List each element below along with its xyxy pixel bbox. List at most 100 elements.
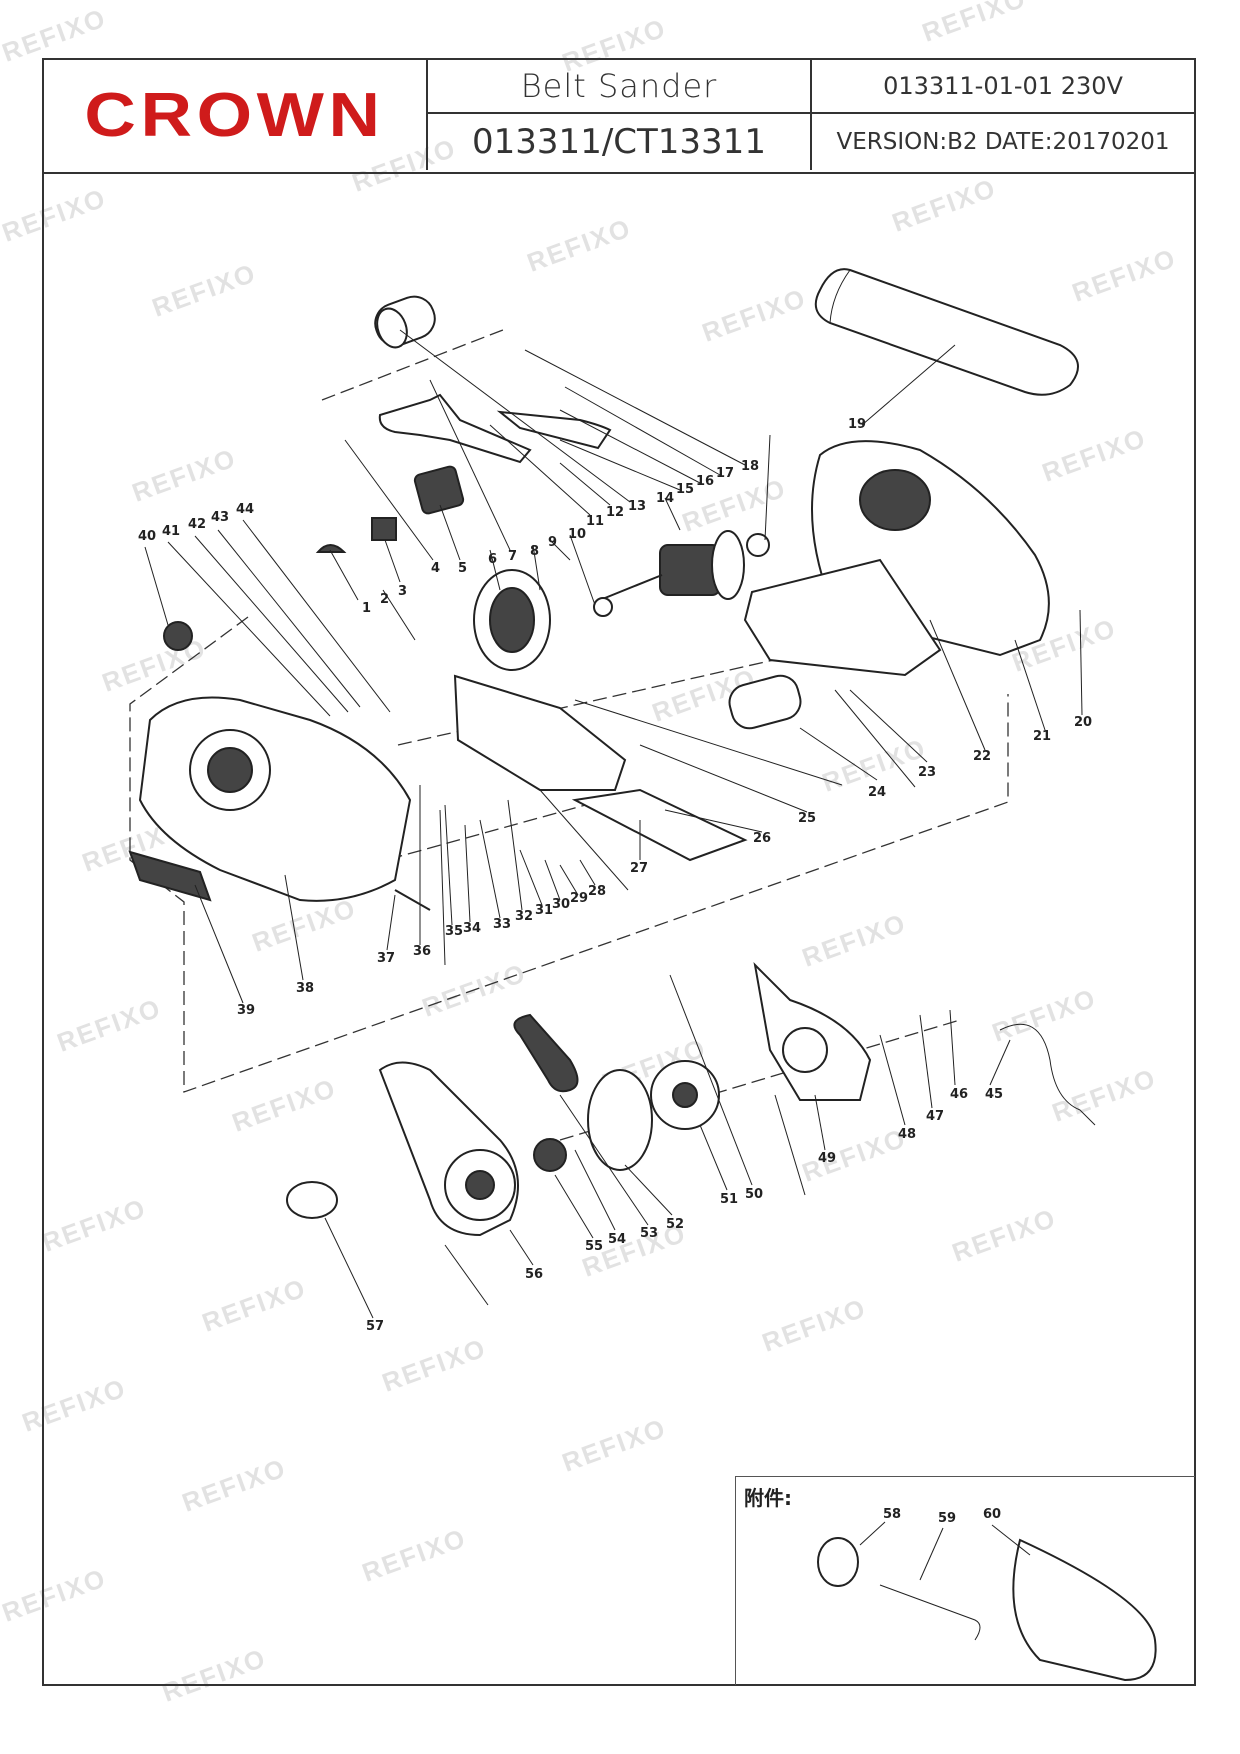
- part-number: 32: [515, 909, 533, 924]
- part-number: 26: [753, 831, 771, 846]
- part-number: 33: [493, 917, 511, 932]
- part-number: 3: [398, 584, 407, 599]
- adapter-sleeve: [817, 1537, 859, 1587]
- axis-line: [321, 327, 509, 401]
- part-number: 17: [716, 466, 734, 481]
- part-number: 43: [211, 510, 229, 525]
- product-name-cell: Belt Sander: [428, 60, 812, 114]
- lock-knob: [163, 621, 193, 651]
- part-number: 21: [1033, 729, 1051, 744]
- leader-lines: [144, 329, 1083, 1581]
- bearing: [746, 533, 770, 557]
- part-number: 34: [463, 921, 481, 936]
- drawing-code: 013311-01-01 230V: [883, 72, 1123, 100]
- part-number: 57: [366, 1319, 384, 1334]
- brand-logo: CROWN: [84, 80, 386, 150]
- stator: [473, 569, 551, 671]
- part-number: 47: [926, 1109, 944, 1124]
- switch: [413, 465, 465, 515]
- part-number: 37: [377, 951, 395, 966]
- part-number: 54: [608, 1232, 626, 1247]
- platen-plate: [571, 788, 748, 862]
- part-number: 49: [818, 1151, 836, 1166]
- toothed-belt: [513, 1013, 579, 1093]
- part-number: 20: [1074, 715, 1092, 730]
- part-number: 30: [552, 897, 570, 912]
- brand-logo-cell: CROWN: [44, 60, 428, 170]
- part-number: 59: [938, 1511, 956, 1526]
- part-number: 55: [585, 1239, 603, 1254]
- dust-bag: [1012, 1538, 1157, 1682]
- part-number: 48: [898, 1127, 916, 1142]
- main-housing: [128, 696, 412, 902]
- product-name: Belt Sander: [520, 67, 718, 105]
- part-number: 58: [883, 1507, 901, 1522]
- part-number: 22: [973, 749, 991, 764]
- part-number: 4: [431, 561, 440, 576]
- pulley-gear: [533, 1138, 567, 1172]
- part-number: 29: [570, 891, 588, 906]
- title-block: CROWN Belt Sander 013311/CT13311 013311-…: [44, 60, 1194, 174]
- part-number: 11: [586, 514, 604, 529]
- key: [315, 544, 347, 553]
- fan: [650, 1060, 720, 1130]
- part-number: 16: [696, 474, 714, 489]
- tension-lever: [496, 410, 612, 450]
- part-number: 53: [640, 1226, 658, 1241]
- model-number: 013311/CT13311: [472, 122, 766, 162]
- accessories-label: 附件:: [744, 1486, 792, 1510]
- part-number: 25: [798, 811, 816, 826]
- front-roller: [374, 295, 436, 349]
- housing-opening: [859, 469, 931, 531]
- assembly-boundary: [129, 616, 1009, 1093]
- part-number: 45: [985, 1087, 1003, 1102]
- version-date: VERSION:B2 DATE:20170201: [836, 129, 1170, 155]
- part-number: 38: [296, 981, 314, 996]
- roller-bracket: [378, 393, 532, 464]
- part-number: 60: [983, 1507, 1001, 1522]
- part-number: 42: [188, 517, 206, 532]
- part-number: 14: [656, 491, 674, 506]
- part-number: 7: [508, 549, 517, 564]
- part-number: 15: [676, 482, 694, 497]
- part-number: 23: [918, 765, 936, 780]
- part-number: 13: [628, 499, 646, 514]
- wire-hook: [879, 1584, 981, 1641]
- part-number: 5: [458, 561, 467, 576]
- part-number: 46: [950, 1087, 968, 1102]
- part-number: 19: [848, 417, 866, 432]
- part-number: 18: [741, 459, 759, 474]
- cover-disc: [587, 1069, 653, 1171]
- drive-shaft: [394, 889, 431, 911]
- belt-cover: [378, 1061, 519, 1237]
- part-number-labels: 1 2 3 4 5 6 7 8 9 10 11 12 13 14 15 16 1…: [138, 417, 1092, 1526]
- part-number: 6: [488, 552, 497, 567]
- capacitor: [371, 517, 397, 541]
- part-number: 41: [162, 524, 180, 539]
- drawing-code-cell: 013311-01-01 230V: [812, 60, 1194, 114]
- gear-housing: [453, 674, 627, 791]
- part-number: 27: [630, 861, 648, 876]
- bearing-seat: [782, 1027, 828, 1073]
- part-number: 28: [588, 884, 606, 899]
- part-number: 9: [548, 535, 557, 550]
- part-number: 35: [445, 924, 463, 939]
- part-number: 31: [535, 903, 553, 918]
- part-number: 24: [868, 785, 886, 800]
- axis-line: [397, 644, 841, 746]
- part-number: 50: [745, 1187, 763, 1202]
- part-number: 51: [720, 1192, 738, 1207]
- brush-holder: [728, 674, 802, 730]
- part-number: 12: [606, 505, 624, 520]
- seal-ring: [286, 1181, 338, 1219]
- part-number: 8: [530, 544, 539, 559]
- part-number: 36: [413, 944, 431, 959]
- drawing-sheet: CROWN Belt Sander 013311/CT13311 013311-…: [42, 58, 1196, 1686]
- bearing: [593, 597, 613, 617]
- sanding-belt: [814, 268, 1079, 396]
- version-date-cell: VERSION:B2 DATE:20170201: [812, 114, 1194, 170]
- part-number: 44: [236, 502, 254, 517]
- part-number: 39: [237, 1003, 255, 1018]
- part-number: 40: [138, 529, 156, 544]
- part-number: 1: [362, 601, 371, 616]
